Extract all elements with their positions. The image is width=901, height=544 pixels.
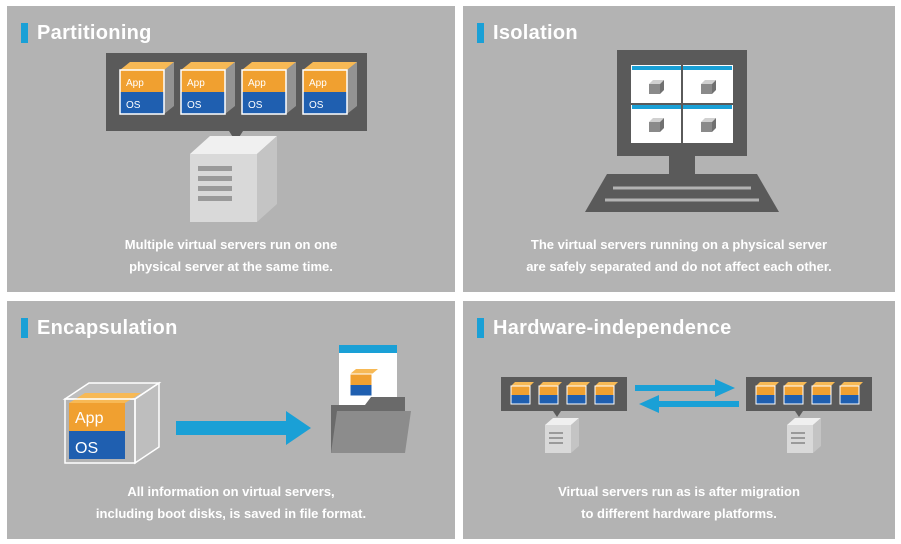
svg-text:OS: OS	[248, 100, 263, 111]
vm-cube: App OS	[180, 62, 235, 115]
encapsulation-panel: Encapsulation App OS All infor	[7, 301, 455, 539]
svg-text:App: App	[248, 78, 266, 89]
title-accent-bar	[477, 318, 484, 338]
isolation-title: Isolation	[477, 20, 578, 46]
svg-text:App: App	[309, 78, 327, 89]
svg-text:OS: OS	[75, 440, 98, 457]
vm-cube	[538, 382, 562, 405]
physical-server-icon	[787, 418, 821, 453]
tray-pointer	[795, 411, 803, 417]
physical-server-icon	[190, 136, 277, 222]
mini-cube-icon	[701, 118, 716, 132]
encapsulation-illustration: App OS	[62, 345, 411, 465]
tray-pointer	[553, 411, 561, 417]
vm-cube: App OS	[119, 62, 174, 115]
isolation-illustration	[585, 50, 779, 212]
vm-cube: App OS	[302, 62, 357, 115]
svg-text:App: App	[187, 78, 205, 89]
vm-cube	[811, 382, 835, 405]
vm-cube	[566, 382, 590, 405]
svg-text:OS: OS	[187, 100, 202, 111]
partitioning-caption: Multiple virtual servers run on one phys…	[124, 237, 338, 274]
monitor-icon	[585, 50, 779, 212]
arrow-left-icon	[639, 395, 739, 413]
mini-cube-icon	[701, 80, 716, 94]
title-accent-bar	[21, 23, 28, 43]
svg-text:App: App	[75, 410, 104, 427]
partitioning-illustration: App OS App OS App OS App	[106, 53, 367, 222]
encapsulation-title: Encapsulation	[21, 315, 178, 341]
arrow-right-icon	[176, 411, 311, 445]
encapsulation-caption: All information on virtual servers, incl…	[95, 484, 367, 521]
mini-cube-icon	[649, 80, 664, 94]
isolation-panel: Isolation	[463, 6, 895, 292]
isolation-caption: The virtual servers running on a physica…	[526, 237, 832, 274]
partitioning-panel: Partitioning App OS App OS	[7, 6, 455, 292]
physical-server-icon	[545, 418, 579, 453]
title-accent-bar	[21, 318, 28, 338]
vm-cube	[783, 382, 807, 405]
vm-cube: App OS	[241, 62, 296, 115]
vm-cube-large: App OS	[62, 381, 162, 465]
vm-cube	[510, 382, 534, 405]
svg-text:OS: OS	[126, 100, 141, 111]
hardware-independence-caption: Virtual servers run as is after migratio…	[558, 484, 800, 521]
mini-cube-icon	[649, 118, 664, 132]
vm-cube	[839, 382, 863, 405]
title-accent-bar	[477, 23, 484, 43]
partitioning-title: Partitioning	[21, 20, 152, 46]
file-folder-icon	[331, 345, 411, 453]
svg-text:App: App	[126, 78, 144, 89]
vm-cube	[594, 382, 618, 405]
hardware-independence-panel: Hardware-independence	[463, 301, 895, 539]
arrow-right-icon	[635, 379, 735, 397]
svg-text:OS: OS	[309, 100, 324, 111]
hardware-independence-illustration	[501, 377, 872, 453]
hardware-independence-title: Hardware-independence	[477, 315, 732, 341]
vm-cube	[755, 382, 779, 405]
